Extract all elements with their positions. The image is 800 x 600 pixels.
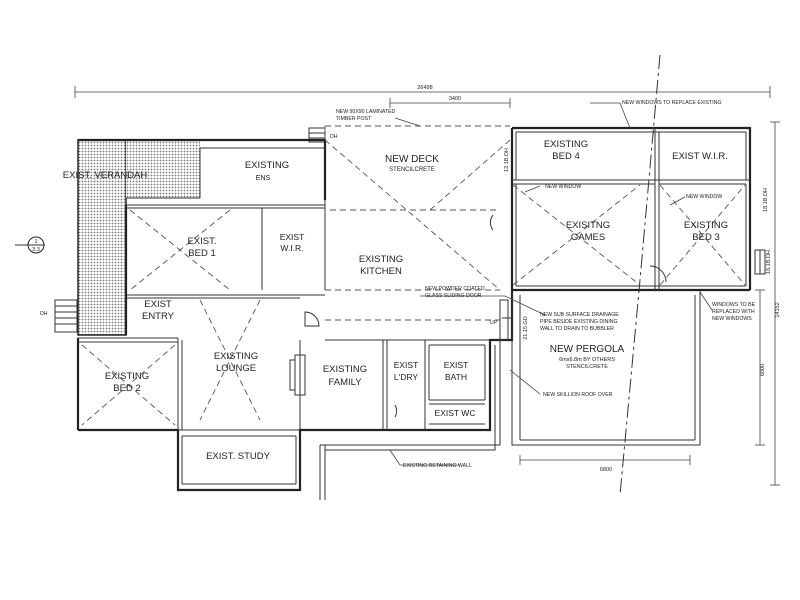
note-new-window-2: NEW WINDOW	[686, 194, 722, 200]
room-bath-line1: EXIST	[444, 360, 469, 370]
room-games-line2: GAMES	[571, 232, 605, 243]
note-timber-post-line1: NEW 90X90 LAMINATED	[336, 109, 396, 115]
verandah-hatch-top	[78, 140, 200, 198]
room-bed3-line2: BED 3	[692, 232, 719, 243]
pergola-width-dim: 6800	[600, 467, 612, 473]
annotation-leaders	[389, 102, 713, 466]
room-wir-right: EXIST W.I.R.	[672, 151, 728, 162]
note-windows-replaced-3: NEW WINDOWS	[712, 316, 752, 322]
room-pergola-line3: STENCILCRETE	[566, 364, 608, 370]
note-retaining-wall: EXISTING RETAINING WALL	[403, 463, 472, 469]
retaining-wall	[319, 340, 501, 500]
room-lounge-line1: EXISTING	[214, 351, 258, 362]
room-deck-line2: STENCILCRETE	[389, 167, 435, 173]
deck-steps	[308, 127, 326, 143]
roof-hip-lines	[81, 139, 746, 426]
tag-window-2: 16.1B.DH	[766, 250, 772, 274]
label-dh-top: DH	[330, 134, 338, 140]
room-bed2-line1: EXISTING	[105, 371, 149, 382]
room-deck-line1: NEW DECK	[385, 154, 439, 165]
note-skillion-roof: NEW SKILLION ROOF OVER	[543, 392, 613, 398]
room-kitchen-line1: EXISTING	[359, 254, 403, 265]
room-bed4-line2: BED 4	[552, 151, 579, 162]
note-timber-post-line2: TIMBER POST	[336, 116, 372, 122]
note-drainage-3: WALL TO DRAIN TO BUBBLER	[540, 326, 614, 332]
doors	[289, 214, 667, 418]
room-bed1-line2: BED 1	[188, 248, 215, 259]
room-entry-line2: ENTRY	[142, 311, 175, 322]
svg-text:1: 1	[34, 239, 37, 245]
room-family-line2: FAMILY	[328, 377, 362, 388]
room-study: EXIST. STUDY	[206, 451, 271, 462]
section-marker: 1 3.3	[15, 236, 45, 254]
svg-text:3.3: 3.3	[32, 247, 40, 253]
room-bed3-line1: EXISTING	[684, 220, 728, 231]
room-lounge-line2: LOUNGE	[216, 363, 256, 374]
note-windows-replaced-1: WINDOWS TO BE	[712, 302, 756, 308]
room-verandah: EXIST. VERANDAH	[63, 170, 148, 181]
tag-deck-depth: 12.1B.DH	[504, 148, 510, 172]
pergola-depth-dim: 6000	[760, 364, 766, 376]
deck-width-dim: 3400	[449, 96, 461, 102]
room-ldry-line1: EXIST	[394, 360, 419, 370]
room-ens-line2: ENS	[256, 175, 271, 182]
room-pergola-line1: NEW PERGOLA	[550, 344, 625, 355]
interior-walls	[78, 128, 750, 485]
note-windows-replace: NEW WINDOWS TO REPLACE EXISTING	[622, 100, 722, 106]
room-wir-left-line2: W.I.R.	[280, 243, 303, 253]
room-bed4-line1: EXISTING	[544, 139, 588, 150]
room-family-line1: EXISTING	[323, 364, 367, 375]
room-wc: EXIST WC	[435, 408, 476, 418]
note-new-window-1: NEW WINDOW	[545, 184, 581, 190]
room-entry-line1: EXIST	[144, 299, 172, 310]
dimension-lines	[74, 86, 780, 486]
room-bed2-line2: BED 2	[113, 383, 140, 394]
room-wir-left-line1: EXIST	[280, 232, 305, 242]
right-depth-dim: 14152	[775, 302, 781, 317]
note-drainage-2: PIPE BESIDE EXISTING DINING	[540, 319, 618, 325]
note-powder-coated-2: GLASS SLIDING DOOR	[425, 293, 482, 299]
site-boundary-line	[619, 54, 661, 496]
tag-window-1: 18.1B.DH	[763, 188, 769, 212]
overall-width-dim: 26498	[417, 85, 432, 91]
room-kitchen-line2: KITCHEN	[360, 266, 402, 277]
room-games-line1: EXISITNG	[566, 220, 610, 231]
window-symbols	[754, 249, 766, 275]
label-up: UP	[490, 320, 498, 326]
pergola-outline	[511, 290, 701, 446]
label-dh-left: DH	[40, 311, 48, 317]
note-windows-replaced-2: REPLACED WITH	[712, 309, 755, 315]
room-bed1-line1: EXIST.	[187, 236, 216, 247]
verandah-hatch	[77, 139, 127, 336]
tag-door: 21.15.GD	[523, 316, 529, 340]
room-pergola-line2: 6mx6.8m BY OTHERS	[559, 357, 615, 363]
room-ldry-line2: L'DRY	[394, 372, 418, 382]
room-bath-line2: BATH	[445, 372, 467, 382]
note-drainage-1: NEW SUB SURFACE DRAINAGE	[540, 312, 619, 318]
left-steps	[54, 299, 78, 333]
room-ens-line1: EXISTING	[245, 160, 289, 171]
note-powder-coated-1: NEW POWDER COATED	[425, 286, 485, 292]
